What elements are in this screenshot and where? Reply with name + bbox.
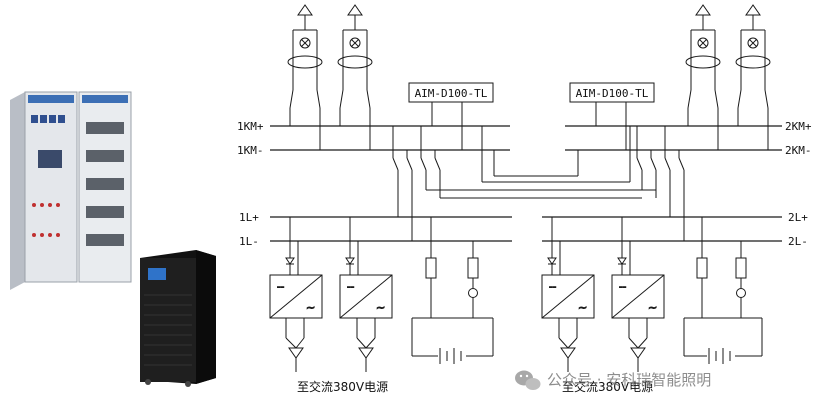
watermark-text: 公众号 · 安科瑞智能照明 [547,371,711,389]
battery-circuit-right [683,217,763,364]
watermark: 公众号 · 安科瑞智能照明 [515,370,711,390]
km-to-l-switches-left [392,126,441,241]
bus-label-2l-minus: 2L- [788,235,808,248]
cross-tie-lines [426,126,656,199]
aim-module-left-label: AIM-D100-TL [415,87,488,100]
bus-label-2km-plus: 2KM+ [785,120,812,133]
charger-modules-left: -- ~ -- ~ [269,217,393,372]
wechat-icon [515,370,541,390]
bus-label-1km-minus: 1KM- [237,144,264,157]
battery-circuit-left [411,217,494,364]
svg-text:~: ~ [648,301,657,314]
svg-text:~: ~ [306,301,315,314]
ac-feeder-group-left [287,4,373,150]
svg-text:--: -- [347,282,355,293]
bus-label-2l-plus: 2L+ [788,211,808,224]
ups-photo [140,250,216,387]
bus-label-1l-minus: 1L- [239,235,259,248]
svg-text:~: ~ [376,301,385,314]
ac-source-caption-right: 至交流380V电源 [562,379,653,394]
dc-cabinet-photo [10,91,132,290]
svg-text:~: ~ [578,301,587,314]
svg-text:--: -- [277,282,285,293]
ac-source-caption-left: 至交流380V电源 [297,379,388,394]
bus-label-1km-plus: 1KM+ [237,120,264,133]
aim-module-left: AIM-D100-TL [408,82,494,150]
bus-bars [270,125,782,242]
km-to-l-switches-right [636,126,685,241]
charger-modules-right: -- ~ -- ~ [541,217,665,372]
aim-module-right-label: AIM-D100-TL [576,87,649,100]
bus-label-1l-plus: 1L+ [239,211,259,224]
bus-label-2km-minus: 2KM- [785,144,812,157]
ac-feeder-group-right [685,4,771,150]
svg-text:--: -- [619,282,627,293]
svg-text:--: -- [549,282,557,293]
aim-module-right: AIM-D100-TL [569,82,655,150]
